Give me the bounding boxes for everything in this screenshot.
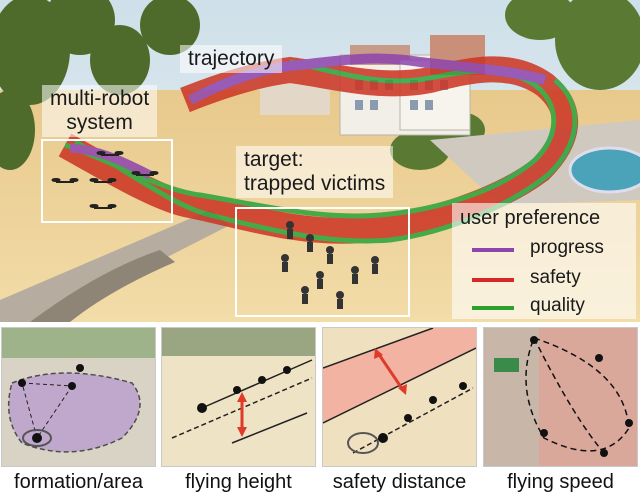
target-label: target: trapped victims [236,146,394,198]
panel-flying-speed [483,327,638,467]
legend: user preference progress safety quality [452,203,636,319]
robot-highlight-box [41,139,173,223]
legend-swatch-quality [472,306,514,310]
flying-height-illustration [162,328,315,466]
multi-robot-label: multi-robot system [42,85,158,137]
legend-label-safety: safety [530,267,581,288]
caption-safety-distance: safety distance [332,471,467,493]
caption-formation-area: formation/area [14,471,143,493]
legend-label-quality: quality [530,295,585,316]
caption-flying-height: flying height [185,471,292,493]
trapped-victims [281,221,379,309]
legend-swatch-safety [472,278,514,282]
legend-swatch-progress [472,248,514,252]
drone-swarm [51,151,159,209]
trajectory-label: trajectory [180,45,283,73]
target-highlight-box [235,207,410,317]
caption-flying-speed: flying speed [507,471,614,493]
main-scene: trajectory multi-robot system target: tr… [0,0,640,322]
flying-speed-illustration [484,328,637,466]
panel-formation-area [1,327,156,467]
panel-flying-height [161,327,316,467]
legend-title: user preference [460,207,601,229]
safety-distance-illustration [323,328,476,466]
formation-area-illustration [2,328,155,466]
tree-cluster-left [0,0,200,170]
legend-label-progress: progress [530,237,604,258]
panel-safety-distance [322,327,477,467]
